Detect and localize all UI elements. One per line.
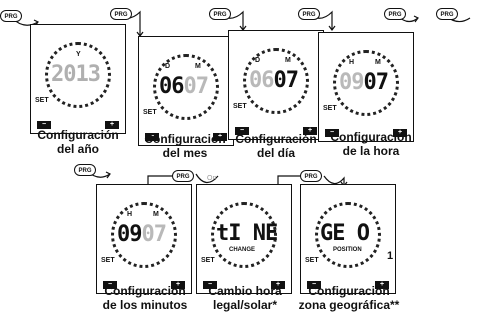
display-digits: 0907	[339, 70, 389, 95]
prg-button-icon: PRG	[74, 164, 96, 176]
lcd-screen-month: D M 0607 SET − +	[138, 36, 234, 146]
dial-ring	[333, 50, 399, 116]
caption-month: Configuración del mes	[144, 132, 226, 160]
change-label: CHANGE	[229, 247, 256, 253]
lcd-screen-day: D M 0607 SET − +	[228, 30, 324, 140]
month-marker: M	[285, 57, 291, 64]
dial-ring	[153, 54, 219, 120]
minute-digits: 07	[363, 70, 389, 95]
minus-button[interactable]: −	[103, 281, 117, 289]
minus-button[interactable]: −	[235, 127, 249, 135]
plus-button[interactable]: +	[303, 127, 317, 135]
plus-button[interactable]: +	[393, 129, 407, 137]
set-label: SET	[305, 257, 319, 264]
day-digits: 06	[159, 74, 184, 99]
prg-button-icon: PRG	[384, 8, 406, 20]
day-marker: D	[255, 57, 261, 64]
month-marker: M	[195, 63, 201, 70]
set-label: SET	[323, 105, 337, 112]
minus-button[interactable]: −	[203, 281, 217, 289]
month-digits: 07	[273, 68, 299, 93]
display-text: tI NE	[216, 221, 278, 246]
year-marker: Y	[76, 51, 81, 58]
caption-minutes: Configuración de los minutos	[102, 284, 188, 312]
display-digits: 0607	[249, 68, 299, 93]
minus-button[interactable]: −	[145, 133, 159, 141]
prg-button-icon: PRG	[0, 10, 22, 22]
lcd-screen-year: Y 2013 SET − +	[30, 24, 126, 134]
day-digits: 06	[249, 68, 274, 93]
set-label: SET	[201, 257, 215, 264]
day-marker: D	[165, 63, 171, 70]
plus-button[interactable]: +	[213, 133, 227, 141]
month-digits: 07	[183, 74, 209, 99]
hour-marker: H	[349, 59, 355, 66]
minute-marker: M	[153, 211, 159, 218]
minute-digits: 07	[141, 222, 167, 247]
caption-hour: Configuración de la hora	[330, 130, 412, 158]
dial-ring	[243, 48, 309, 114]
minus-button[interactable]: −	[307, 281, 321, 289]
lcd-screen-geo: GE O POSITION 1 SET − +	[300, 184, 396, 294]
set-label: SET	[101, 257, 115, 264]
zone-number: 1	[387, 250, 394, 262]
dial-ring	[315, 202, 381, 268]
plus-button[interactable]: +	[171, 281, 185, 289]
plus-button[interactable]: +	[375, 281, 389, 289]
position-label: POSITION	[333, 247, 362, 253]
lcd-screen-dst: On tI NE CHANGE SET − +	[196, 175, 292, 294]
dial-ring	[45, 42, 111, 108]
prg-button-icon: PRG	[110, 8, 132, 20]
caption-dst: Cambio hora legal/solar*	[208, 284, 282, 312]
plus-button[interactable]: +	[271, 281, 285, 289]
minus-button[interactable]: −	[37, 121, 51, 129]
lcd-screen-hour: H M 0907 SET − +	[318, 32, 414, 142]
display-digits: 0907	[117, 222, 167, 247]
minute-marker: M	[375, 59, 381, 66]
set-label: SET	[35, 97, 49, 104]
hour-digits: 09	[339, 70, 364, 95]
lcd-screen-minutes: H M 0907 SET − +	[96, 184, 192, 294]
hour-digits: 09	[117, 222, 142, 247]
on-indicator: On	[207, 175, 217, 182]
hour-marker: H	[127, 211, 133, 218]
display-text: GE O	[320, 221, 370, 246]
prg-button-icon: PRG	[209, 8, 231, 20]
set-label: SET	[233, 103, 247, 110]
caption-year: Configuración del año	[37, 128, 119, 156]
caption-day: Configuración del día	[235, 132, 317, 160]
prg-button-icon: PRG	[300, 170, 322, 182]
prg-button-icon: PRG	[436, 8, 458, 20]
dial-ring	[211, 202, 277, 268]
minus-button[interactable]: −	[325, 129, 339, 137]
prg-button-icon: PRG	[172, 170, 194, 182]
caption-geo: Configuración zona geográfica**	[298, 284, 400, 312]
dial-ring	[111, 202, 177, 268]
set-label: SET	[143, 109, 157, 116]
display-digits: 2013	[51, 62, 101, 87]
display-digits: 0607	[159, 74, 209, 99]
prg-button-icon: PRG	[298, 8, 320, 20]
plus-button[interactable]: +	[105, 121, 119, 129]
